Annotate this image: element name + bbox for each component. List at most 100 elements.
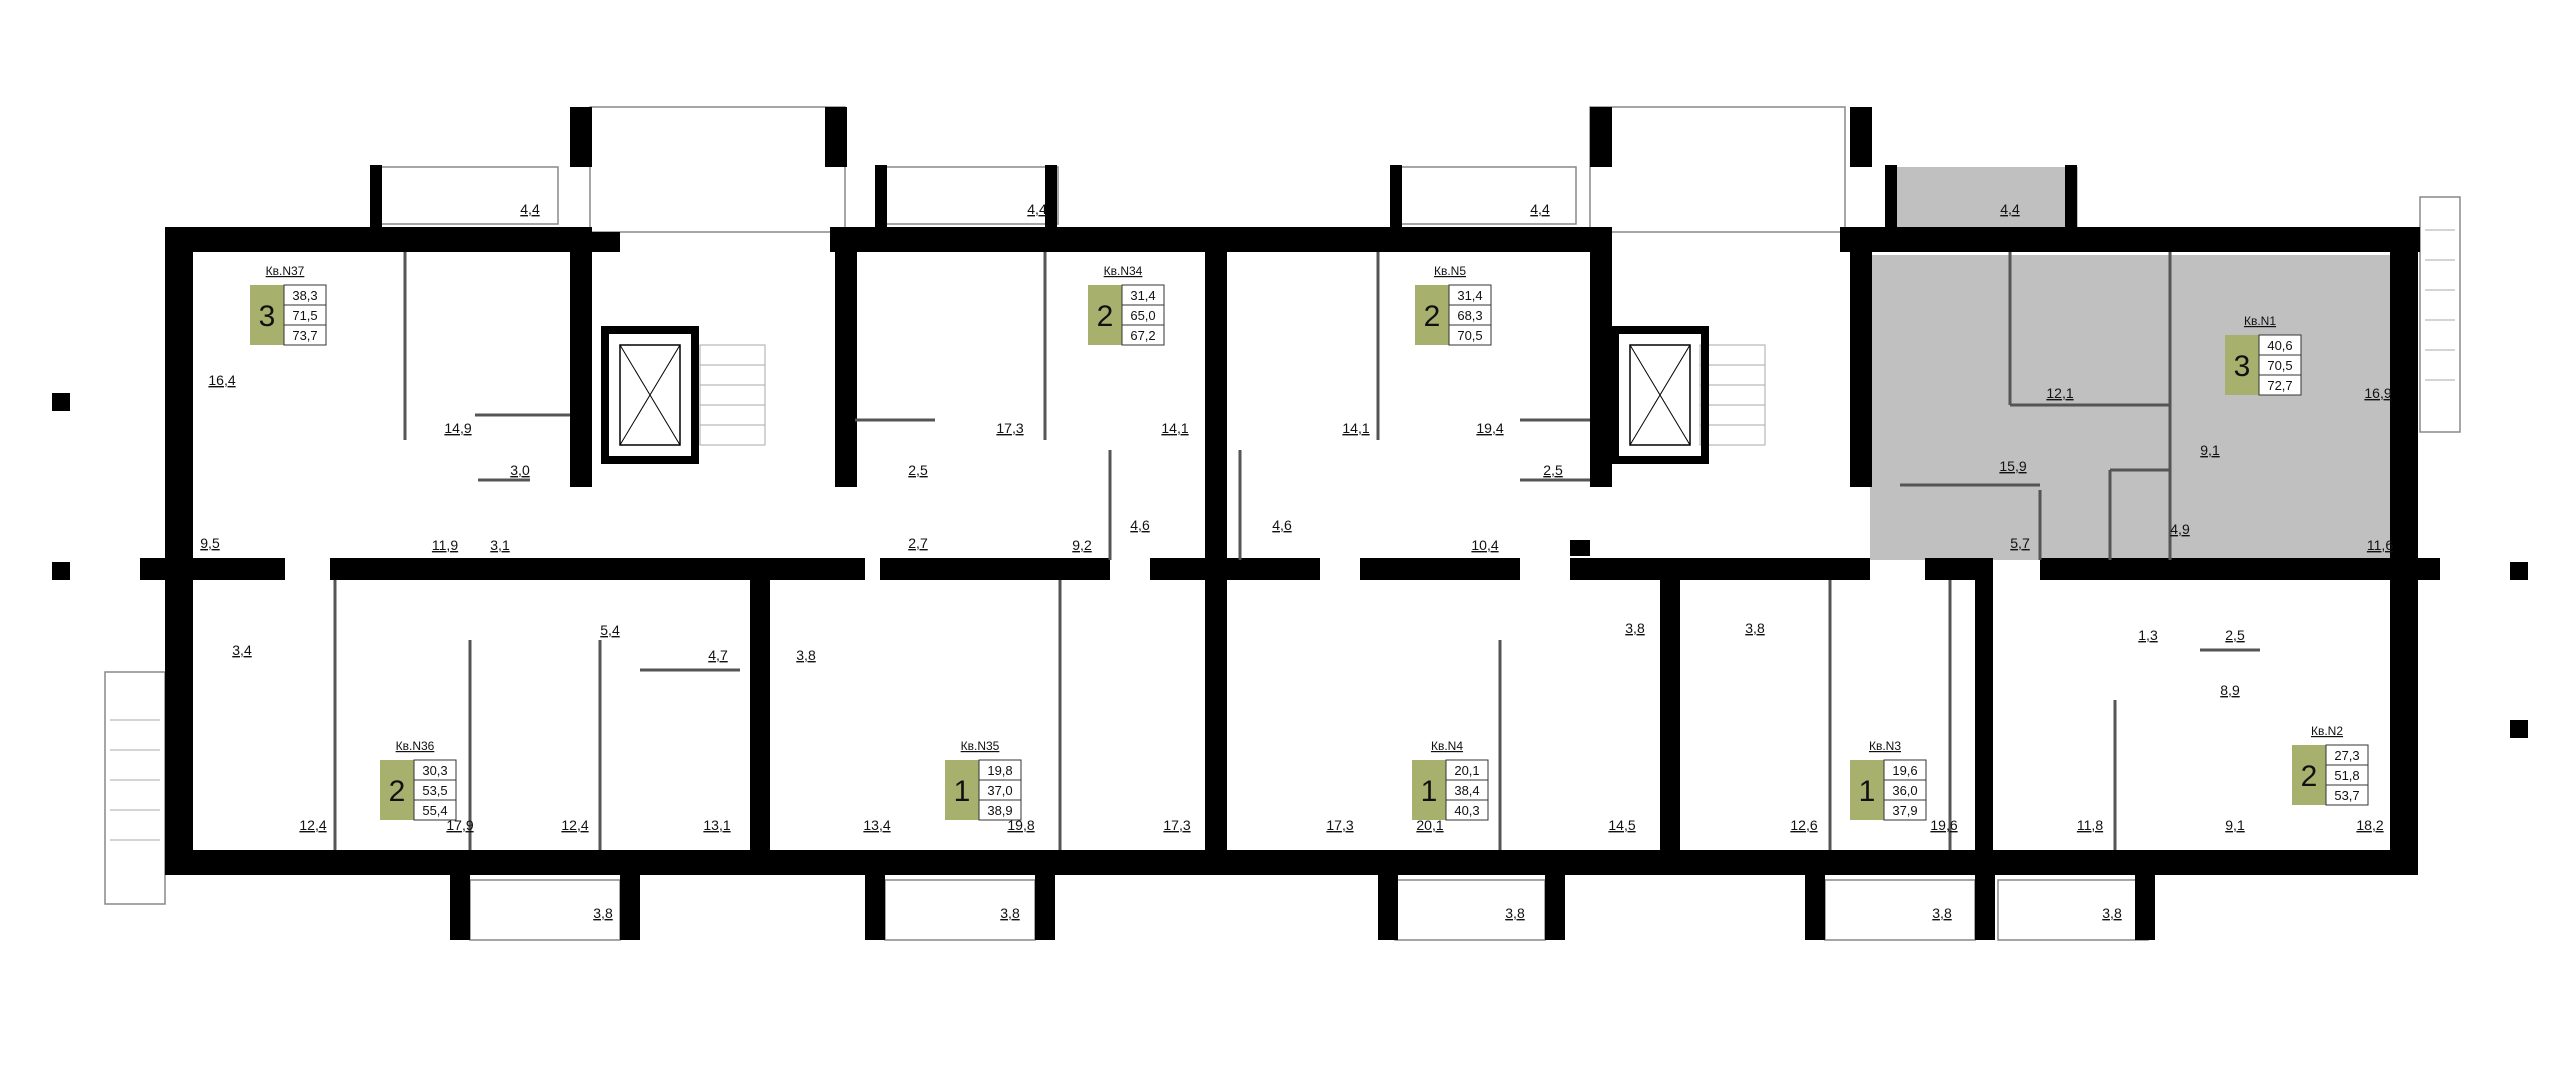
area-value: 20,1	[1454, 763, 1479, 778]
area-value: 19,8	[987, 763, 1012, 778]
walls	[52, 107, 2528, 940]
apartment-title: Кв.N2	[2311, 724, 2343, 738]
room-area-label: 9,5	[200, 535, 220, 551]
room-area-label: 13,1	[703, 817, 730, 833]
room-area-label: 9,1	[2225, 817, 2245, 833]
room-count: 3	[259, 300, 276, 333]
room-area-label: 8,9	[2220, 682, 2240, 698]
room-area-label: 13,4	[863, 817, 890, 833]
room-area-label: 18,2	[2356, 817, 2383, 833]
room-area-label: 17,9	[446, 817, 473, 833]
room-area-label: 2,5	[1543, 462, 1563, 478]
room-count: 1	[1421, 775, 1438, 808]
room-count-badge	[380, 760, 414, 820]
room-area-label: 2,5	[2225, 627, 2245, 643]
highlighted-apartment-fill	[1870, 167, 2390, 560]
room-area-label: 3,8	[2102, 905, 2122, 921]
room-area-label: 4,4	[1530, 201, 1550, 217]
apartment-title: Кв.N4	[1431, 739, 1463, 753]
area-value: 27,3	[2334, 748, 2359, 763]
area-cell	[2325, 784, 2369, 806]
room-area-label: 3,0	[510, 462, 530, 478]
apartment-cards: Кв.N37338,371,573,7Кв.N34231,465,067,2Кв…	[250, 264, 2369, 821]
room-area-label: 14,1	[1161, 420, 1188, 436]
apartment-title: Кв.N1	[2244, 314, 2276, 328]
area-value: 30,3	[422, 763, 447, 778]
room-area-label: 19,4	[1476, 420, 1503, 436]
area-value: 55,4	[422, 803, 447, 818]
area-value: 38,3	[292, 288, 317, 303]
area-value: 71,5	[292, 308, 317, 323]
room-area-label: 3,8	[1932, 905, 1952, 921]
room-area-label: 12,1	[2046, 385, 2073, 401]
apartment-card-apt37[interactable]: Кв.N37 3 38,3 71,5 73,7	[250, 264, 327, 346]
room-area-label: 4,4	[2000, 201, 2020, 217]
room-count-badge	[1415, 285, 1449, 345]
area-value: 70,5	[2267, 358, 2292, 373]
apartment-title: Кв.N3	[1869, 739, 1901, 753]
interior-partitions	[333, 252, 2260, 850]
area-value: 40,3	[1454, 803, 1479, 818]
area-value: 37,0	[987, 783, 1012, 798]
area-value: 65,0	[1130, 308, 1155, 323]
room-area-label: 4,7	[708, 647, 728, 663]
room-count: 2	[389, 775, 406, 808]
room-count: 2	[1097, 300, 1114, 333]
room-area-label: 14,1	[1342, 420, 1369, 436]
room-area-label: 19,8	[1007, 817, 1034, 833]
room-count: 2	[1424, 300, 1441, 333]
room-count: 1	[1859, 775, 1876, 808]
room-area-label: 14,5	[1608, 817, 1635, 833]
room-area-label: 2,5	[908, 462, 928, 478]
room-area-label: 12,4	[299, 817, 326, 833]
area-cell	[978, 799, 1022, 821]
room-area-label: 10,4	[1471, 537, 1498, 553]
apartment-title: Кв.N37	[266, 264, 305, 278]
area-value: 72,7	[2267, 378, 2292, 393]
apartment-card-apt4[interactable]: Кв.N4 1 20,1 38,4 40,3	[1412, 739, 1489, 821]
area-value: 37,9	[1892, 803, 1917, 818]
room-area-label: 1,3	[2138, 627, 2158, 643]
area-cell	[1121, 324, 1165, 346]
room-area-label: 11,8	[2077, 817, 2103, 833]
room-area-label: 4,6	[1272, 517, 1292, 533]
room-area-label: 3,8	[796, 647, 816, 663]
room-area-label: 4,4	[520, 201, 540, 217]
room-area-label: 9,2	[1072, 537, 1092, 553]
area-value: 36,0	[1892, 783, 1917, 798]
area-value: 51,8	[2334, 768, 2359, 783]
apartment-title: Кв.N35	[961, 739, 1000, 753]
room-area-label: 19,6	[1930, 817, 1957, 833]
area-value: 70,5	[1457, 328, 1482, 343]
room-count: 3	[2234, 350, 2251, 383]
area-value: 68,3	[1457, 308, 1482, 323]
area-value: 73,7	[292, 328, 317, 343]
area-value: 38,4	[1454, 783, 1479, 798]
area-value: 31,4	[1130, 288, 1155, 303]
room-count: 2	[2301, 760, 2318, 793]
area-cell	[283, 324, 327, 346]
apartment-title: Кв.N36	[396, 739, 435, 753]
room-area-label: 3,8	[1625, 620, 1645, 636]
room-area-label: 5,4	[600, 622, 620, 638]
room-area-label: 3,8	[1505, 905, 1525, 921]
room-area-label: 4,6	[1130, 517, 1150, 533]
room-area-label: 5,7	[2010, 535, 2030, 551]
room-count-badge	[945, 760, 979, 820]
room-area-label: 12,6	[1790, 817, 1817, 833]
room-area-label: 12,4	[561, 817, 588, 833]
area-cell	[413, 799, 457, 821]
area-cell	[1883, 799, 1927, 821]
room-count-badge	[2225, 335, 2259, 395]
room-area-label: 16,9	[2364, 385, 2391, 401]
apartment-title: Кв.N5	[1434, 264, 1466, 278]
area-cell	[1445, 799, 1489, 821]
